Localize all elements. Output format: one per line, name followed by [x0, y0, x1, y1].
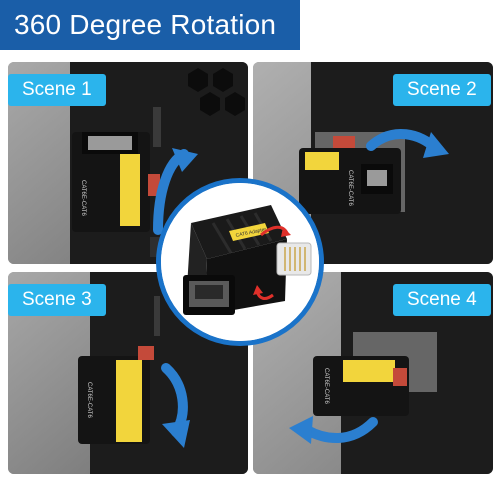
- adapter-closeup-photo: CAT6 Adapter: [161, 183, 319, 341]
- adapter-side-text: CAT6E-CAT6: [80, 180, 86, 216]
- scene-label-1: Scene 1: [8, 74, 106, 106]
- adapter-side-text: CAT6E-CAT6: [347, 170, 353, 206]
- adapter-side-text: CAT6E-CAT6: [86, 382, 92, 418]
- title-banner: 360 Degree Rotation: [0, 0, 300, 50]
- ethernet-plug-icon: [276, 242, 312, 276]
- adapter-closeup: CAT6 Adapter: [156, 178, 324, 346]
- rotation-arrow-icon: [302, 417, 378, 444]
- scene-label-4: Scene 4: [393, 284, 491, 316]
- scene-2-panel: CAT6E-CAT6 Scene 2: [253, 62, 493, 264]
- page-title: 360 Degree Rotation: [14, 9, 277, 40]
- scene-label-2: Scene 2: [393, 74, 491, 106]
- scene-1-panel: CAT6E-CAT6 Scene 1: [8, 62, 248, 264]
- adapter-side-text: CAT6E-CAT6: [323, 368, 329, 404]
- scene-label-3: Scene 3: [8, 284, 106, 316]
- rotation-arrow-icon: [253, 225, 291, 300]
